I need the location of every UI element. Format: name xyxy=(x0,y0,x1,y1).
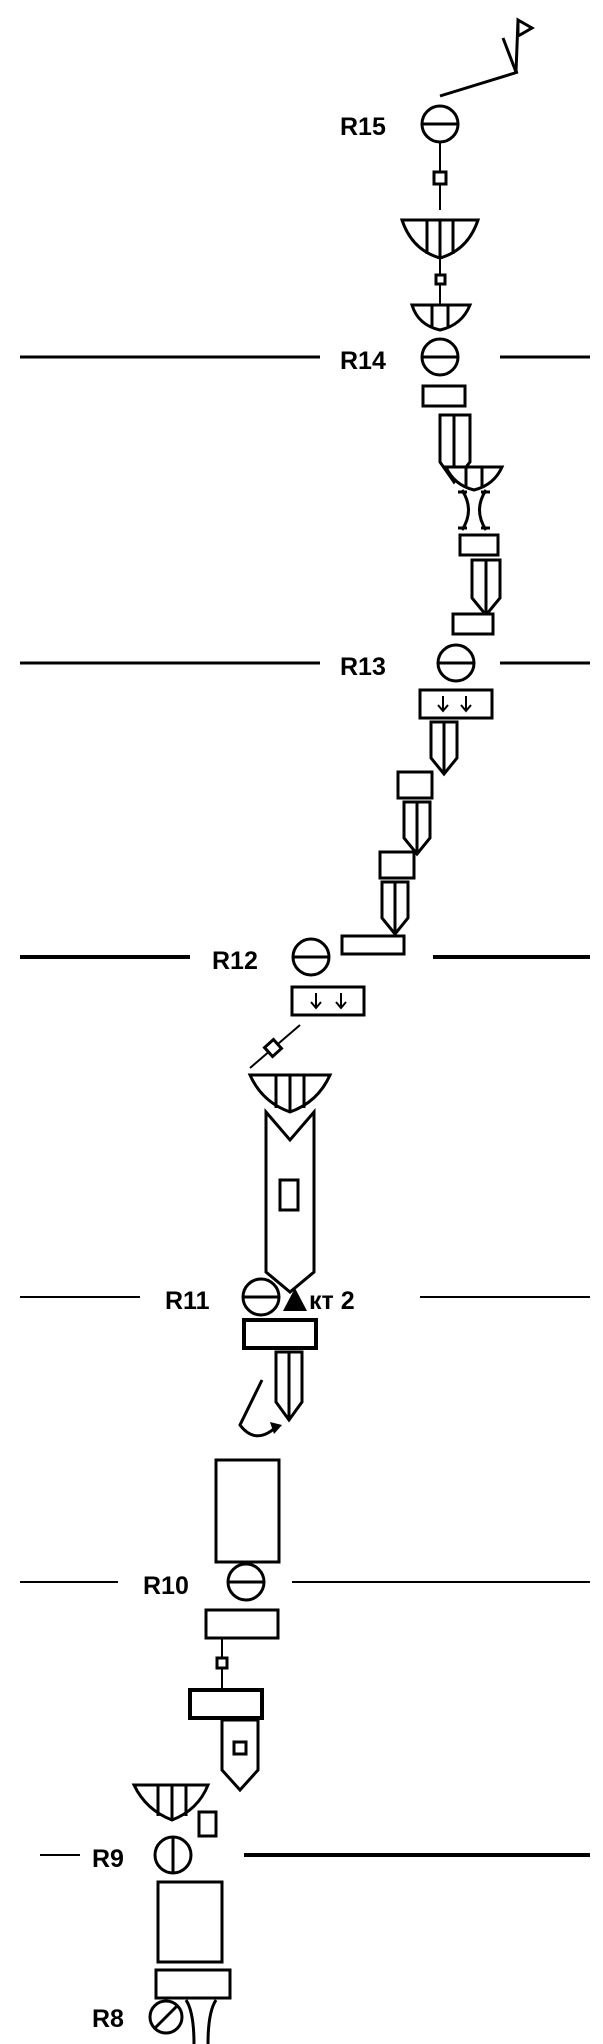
belay-label-r9: R9 xyxy=(92,1845,124,1873)
checkpoint-triangle-icon xyxy=(283,1288,307,1311)
ledge-icon xyxy=(197,1810,218,1838)
ledge-icon xyxy=(188,1688,264,1720)
belay-label-r11: R11 xyxy=(165,1287,210,1315)
inner-corner-icon xyxy=(380,880,410,937)
belay-label-r13: R13 xyxy=(340,653,386,681)
inner-corner-icon xyxy=(402,800,432,857)
slab-block-icon xyxy=(214,1458,281,1564)
belay-station-icon xyxy=(291,937,331,977)
belay-station-icon xyxy=(241,1277,281,1317)
slab-block-icon xyxy=(156,1880,224,1964)
ledge-icon xyxy=(204,1608,280,1640)
belay-label-r8: R8 xyxy=(92,2005,124,2033)
belay-station-icon xyxy=(148,1999,184,2035)
inner-corner-icon xyxy=(220,1718,260,1793)
belay-r8: R8 xyxy=(92,1999,184,2035)
chimney-icon xyxy=(458,489,490,531)
inner-corner-icon xyxy=(274,1350,304,1423)
summit-flag-icon xyxy=(439,17,536,98)
overhang-small-icon xyxy=(443,465,505,492)
overhang-icon xyxy=(247,1073,333,1114)
overhang-small-icon xyxy=(409,303,473,332)
piton-icon xyxy=(434,273,447,286)
checkpoint-kt2: кт 2 xyxy=(283,1287,355,1315)
belay-r11: R11 xyxy=(165,1277,281,1317)
ledge-icon xyxy=(242,1318,318,1350)
inner-corner-icon xyxy=(429,720,459,777)
belay-station-icon xyxy=(420,104,460,144)
belay-label-r14: R14 xyxy=(340,347,386,375)
overhang-icon xyxy=(399,218,481,260)
piton-icon xyxy=(215,1656,229,1670)
ledge-icon xyxy=(378,850,416,880)
belay-station-icon xyxy=(153,1835,193,1875)
belay-label-r10: R10 xyxy=(143,1572,189,1600)
crack-icon xyxy=(184,1999,218,2044)
ledge-icon xyxy=(154,1968,232,2000)
ledge-icon xyxy=(421,384,467,408)
belay-station-icon xyxy=(226,1562,266,1602)
belay-r12: R12 xyxy=(212,937,331,977)
ledge-icon xyxy=(451,612,495,636)
piton-icon xyxy=(262,1037,284,1059)
ledge-icon xyxy=(458,533,500,557)
bivouac-icon xyxy=(418,688,494,720)
inner-corner-icon xyxy=(470,558,502,618)
belay-r13: R13 xyxy=(340,643,476,683)
belay-r9: R9 xyxy=(92,1835,193,1875)
belay-station-icon xyxy=(420,337,460,377)
bivouac-icon xyxy=(290,985,366,1017)
ledge-icon xyxy=(340,934,406,956)
belay-r15: R15 xyxy=(340,104,460,144)
piton-icon xyxy=(432,170,448,186)
belay-station-icon xyxy=(436,643,476,683)
belay-r10: R10 xyxy=(143,1562,266,1602)
overhang-icon xyxy=(131,1783,211,1822)
traverse-arrow-icon xyxy=(238,1379,282,1438)
belay-label-r12: R12 xyxy=(212,947,258,975)
ledge-icon xyxy=(396,770,434,800)
long-inner-corner-icon xyxy=(264,1107,316,1294)
belay-label-r15: R15 xyxy=(340,113,386,141)
belay-r14: R14 xyxy=(340,337,460,377)
checkpoint-label: кт 2 xyxy=(309,1287,355,1315)
